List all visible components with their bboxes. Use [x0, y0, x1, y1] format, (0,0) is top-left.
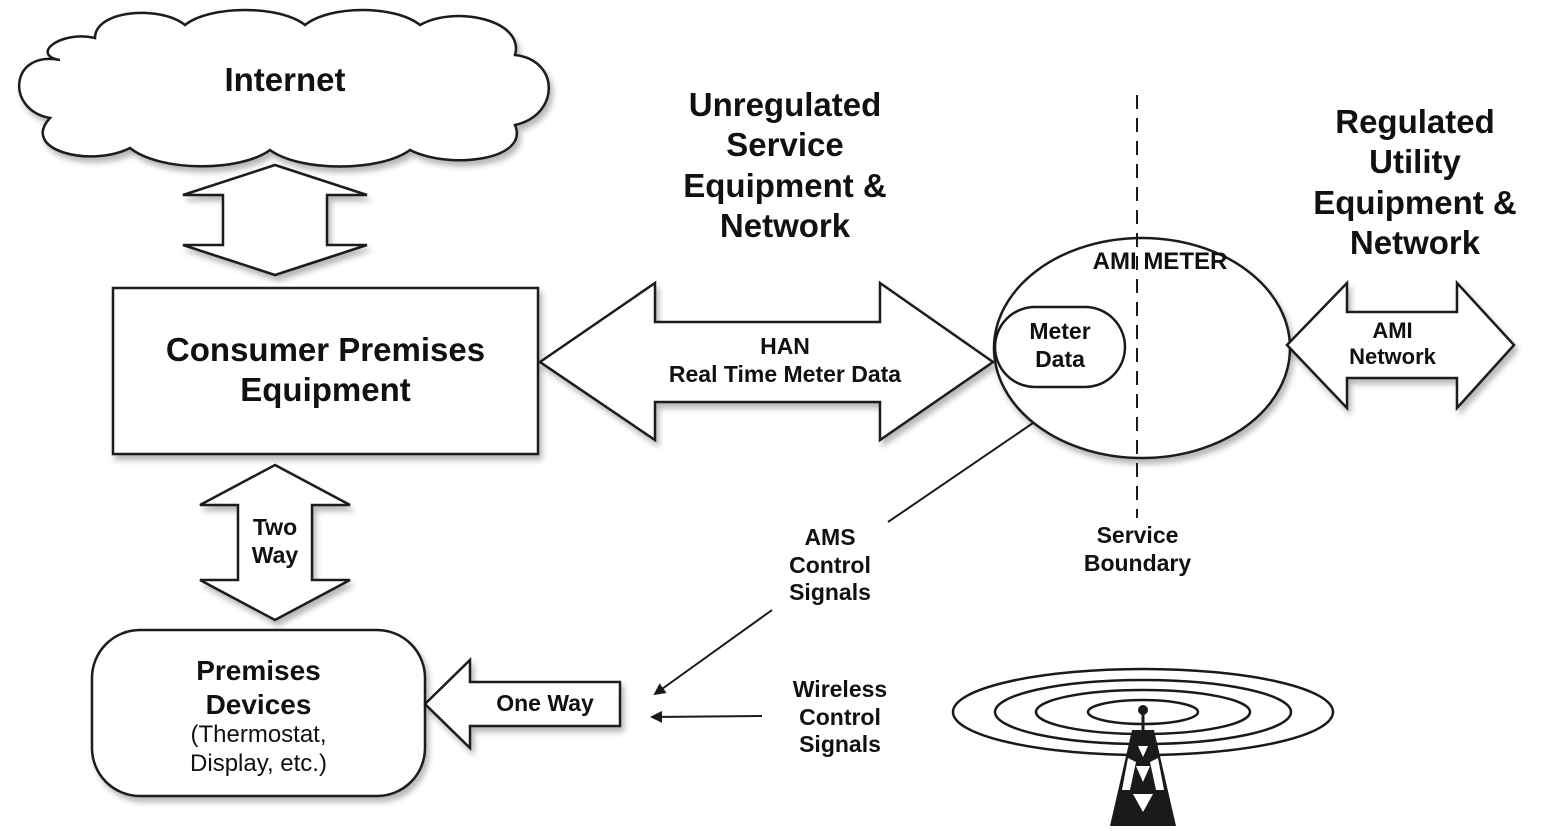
regulated-line-3: Equipment &: [1313, 183, 1517, 221]
ami-network-line-1: AMI: [1372, 318, 1413, 343]
premises-devices-line-2: Devices: [205, 688, 312, 720]
han-arrow: [537, 280, 996, 443]
premises-devices-example-1: (Thermostat,: [190, 721, 327, 749]
regulated-heading: Regulated Utility Equipment & Network: [1280, 102, 1541, 263]
consumer-premises-label: Consumer Premises Equipment: [113, 330, 538, 409]
ami-network-arrow: [1285, 279, 1516, 412]
ami-network-label: AMI Network: [1320, 318, 1465, 371]
premises-devices-box: [90, 628, 427, 798]
regulated-line-1: Regulated: [1335, 103, 1495, 140]
ami-meter-label: AMI METER: [1092, 248, 1228, 275]
wireless-control-line-2: Control: [799, 703, 881, 730]
meter-data-line-1: Meter: [1029, 318, 1091, 344]
ami-network-line-2: Network: [1349, 344, 1436, 370]
premises-devices-line-1: Premises: [196, 655, 321, 686]
regulated-line-2: Utility: [1369, 143, 1461, 181]
consumer-premises-line-1: Consumer Premises: [165, 331, 486, 368]
han-subtitle: Real Time Meter Data: [668, 360, 902, 387]
internet-cpe-arrow: [182, 163, 368, 277]
consumer-premises-line-2: Equipment: [240, 370, 411, 408]
ams-control-line-1: AMS: [804, 524, 856, 550]
wireless-control-label: Wireless Control Signals: [755, 676, 925, 759]
ams-control-arrow: [653, 609, 773, 696]
ams-control-line-2: Control: [789, 551, 871, 578]
radio-tower-icon: [951, 667, 1335, 826]
unregulated-line-3: Equipment &: [683, 166, 887, 204]
unregulated-line-1: Unregulated: [688, 86, 882, 123]
service-boundary-line-2: Boundary: [1083, 549, 1192, 576]
internet-label: Internet: [224, 61, 346, 98]
ams-control-line-3: Signals: [789, 579, 871, 606]
han-title: HAN: [760, 333, 810, 359]
one-way-label: One Way: [496, 690, 594, 716]
consumer-premises-box: [111, 286, 540, 456]
han-label: HAN Real Time Meter Data: [600, 333, 970, 388]
unregulated-line-2: Service: [726, 126, 844, 164]
ams-signal-line: [887, 422, 1034, 523]
wireless-control-line-1: Wireless: [792, 676, 888, 702]
internet-cloud-icon: [17, 8, 550, 168]
wireless-control-line-3: Signals: [799, 731, 881, 758]
service-boundary-line-1: Service: [1096, 522, 1179, 548]
two-way-arrow: [199, 463, 351, 622]
unregulated-line-4: Network: [719, 206, 851, 244]
two-way-line-2: Way: [251, 541, 299, 568]
premises-devices-example-2: Display, etc.): [190, 749, 327, 777]
meter-data-line-2: Data: [1035, 345, 1085, 372]
service-boundary-label: Service Boundary: [1050, 522, 1225, 577]
one-way-arrow: [423, 657, 622, 751]
wireless-control-arrow: [650, 710, 763, 723]
meter-data-label: Meter Data: [995, 318, 1125, 373]
premises-devices-label: Premises Devices (Thermostat, Display, e…: [92, 654, 425, 779]
unregulated-heading: Unregulated Service Equipment & Network: [630, 85, 940, 246]
two-way-label: Two Way: [235, 514, 315, 569]
two-way-line-1: Two: [252, 514, 298, 540]
ams-control-label: AMS Control Signals: [745, 524, 915, 607]
meter-data-pill: [993, 305, 1127, 389]
regulated-line-4: Network: [1349, 223, 1481, 261]
